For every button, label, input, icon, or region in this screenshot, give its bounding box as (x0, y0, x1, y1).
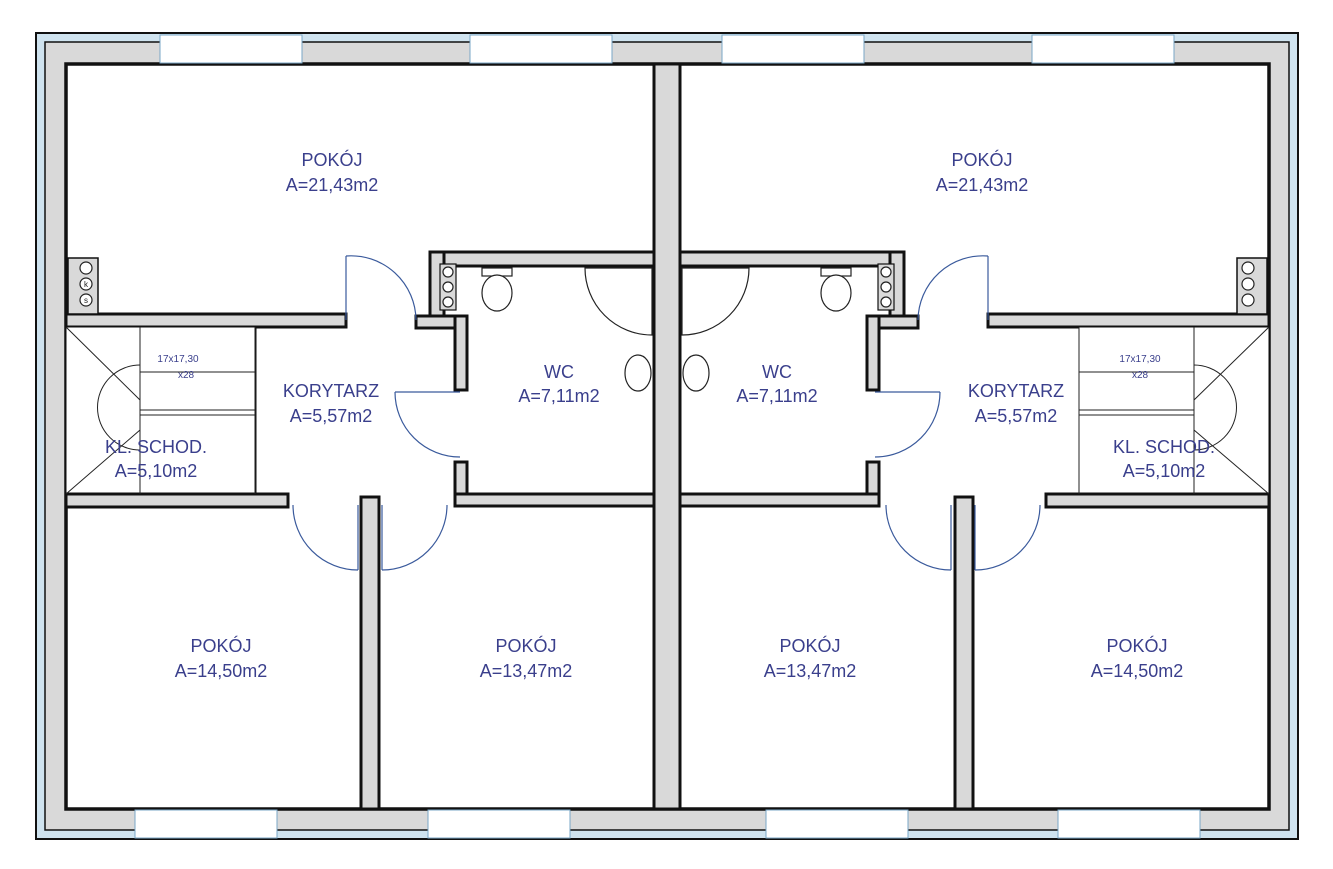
shower-tray (584, 267, 653, 336)
vent-mark-s: s (84, 296, 88, 305)
room-area: A=13,47m2 (480, 661, 573, 681)
window-bottom-1 (134, 809, 278, 839)
toilet-bowl (481, 274, 513, 312)
door-swing (917, 255, 989, 321)
door-swing (974, 504, 1041, 571)
toilet-bowl (820, 274, 852, 312)
window-bottom-2 (427, 809, 571, 839)
stairs-dims: 17x17,30 (157, 354, 199, 365)
shower-tray (681, 267, 750, 336)
wall-segment (986, 312, 1271, 329)
room-area: A=5,10m2 (1123, 461, 1206, 481)
vent-circle (880, 296, 892, 308)
stairs-dims: 17x17,30 (1119, 354, 1161, 365)
wc-wall (865, 314, 881, 392)
vent-circle (880, 281, 892, 293)
wc-wall (678, 492, 881, 508)
room-area: A=21,43m2 (936, 175, 1029, 195)
stairs-count: x28 (178, 370, 195, 381)
room-area: A=5,57m2 (975, 406, 1058, 426)
wc-wall (453, 492, 656, 508)
room-area: A=5,10m2 (115, 461, 198, 481)
partition-wall (359, 495, 381, 811)
window-bottom-3 (765, 809, 909, 839)
room-area: A=14,50m2 (175, 661, 268, 681)
room-area: A=7,11m2 (736, 386, 817, 406)
wc-wall (453, 314, 469, 392)
room-area: A=21,43m2 (286, 175, 379, 195)
vent-circle (1241, 293, 1255, 307)
window-top-1 (159, 34, 303, 64)
vent-circle (1241, 261, 1255, 275)
window-bottom-4 (1057, 809, 1201, 839)
stairs-count: x28 (1132, 370, 1149, 381)
vent-circle (79, 261, 93, 275)
vent-mark-k: k (84, 280, 89, 289)
room-name: KL. SCHOD. (1113, 437, 1215, 457)
wall-segment (64, 312, 348, 329)
room-name: WC (762, 362, 792, 382)
wc-wall (678, 250, 906, 268)
room-name: POKÓJ (1106, 635, 1167, 656)
room-name: KL. SCHOD. (105, 437, 207, 457)
wall-segment (1044, 492, 1271, 509)
room-area: A=5,57m2 (290, 406, 373, 426)
vent-circle (442, 281, 454, 293)
vent-circle (442, 266, 454, 278)
partition-wall (953, 495, 975, 811)
room-name: POKÓJ (951, 149, 1012, 170)
window-top-4 (1031, 34, 1175, 64)
room-name: POKÓJ (495, 635, 556, 656)
stairs-left (65, 326, 256, 495)
sink (624, 354, 652, 392)
stairs-right (1078, 326, 1270, 495)
room-name: POKÓJ (779, 635, 840, 656)
door-swing (381, 504, 448, 571)
window-top-3 (721, 34, 865, 64)
party-wall (652, 62, 682, 811)
sink (682, 354, 710, 392)
door-swing (874, 391, 941, 458)
vent-circle (1241, 277, 1255, 291)
door-swing (292, 504, 359, 571)
room-area: A=13,47m2 (764, 661, 857, 681)
room-name: POKÓJ (190, 635, 251, 656)
room-name: WC (544, 362, 574, 382)
vent-circle (79, 277, 93, 291)
vent-circle (880, 266, 892, 278)
wall-segment (64, 492, 290, 509)
door-swing (394, 391, 461, 458)
vent-circle (442, 296, 454, 308)
door-swing (345, 255, 417, 321)
room-area: A=14,50m2 (1091, 661, 1184, 681)
wc-wall (428, 250, 656, 268)
room-name: POKÓJ (301, 149, 362, 170)
room-name: KORYTARZ (968, 381, 1064, 401)
room-area: A=7,11m2 (518, 386, 599, 406)
room-name: KORYTARZ (283, 381, 379, 401)
vent-circle (79, 293, 93, 307)
window-top-2 (469, 34, 613, 64)
door-swing (885, 504, 952, 571)
